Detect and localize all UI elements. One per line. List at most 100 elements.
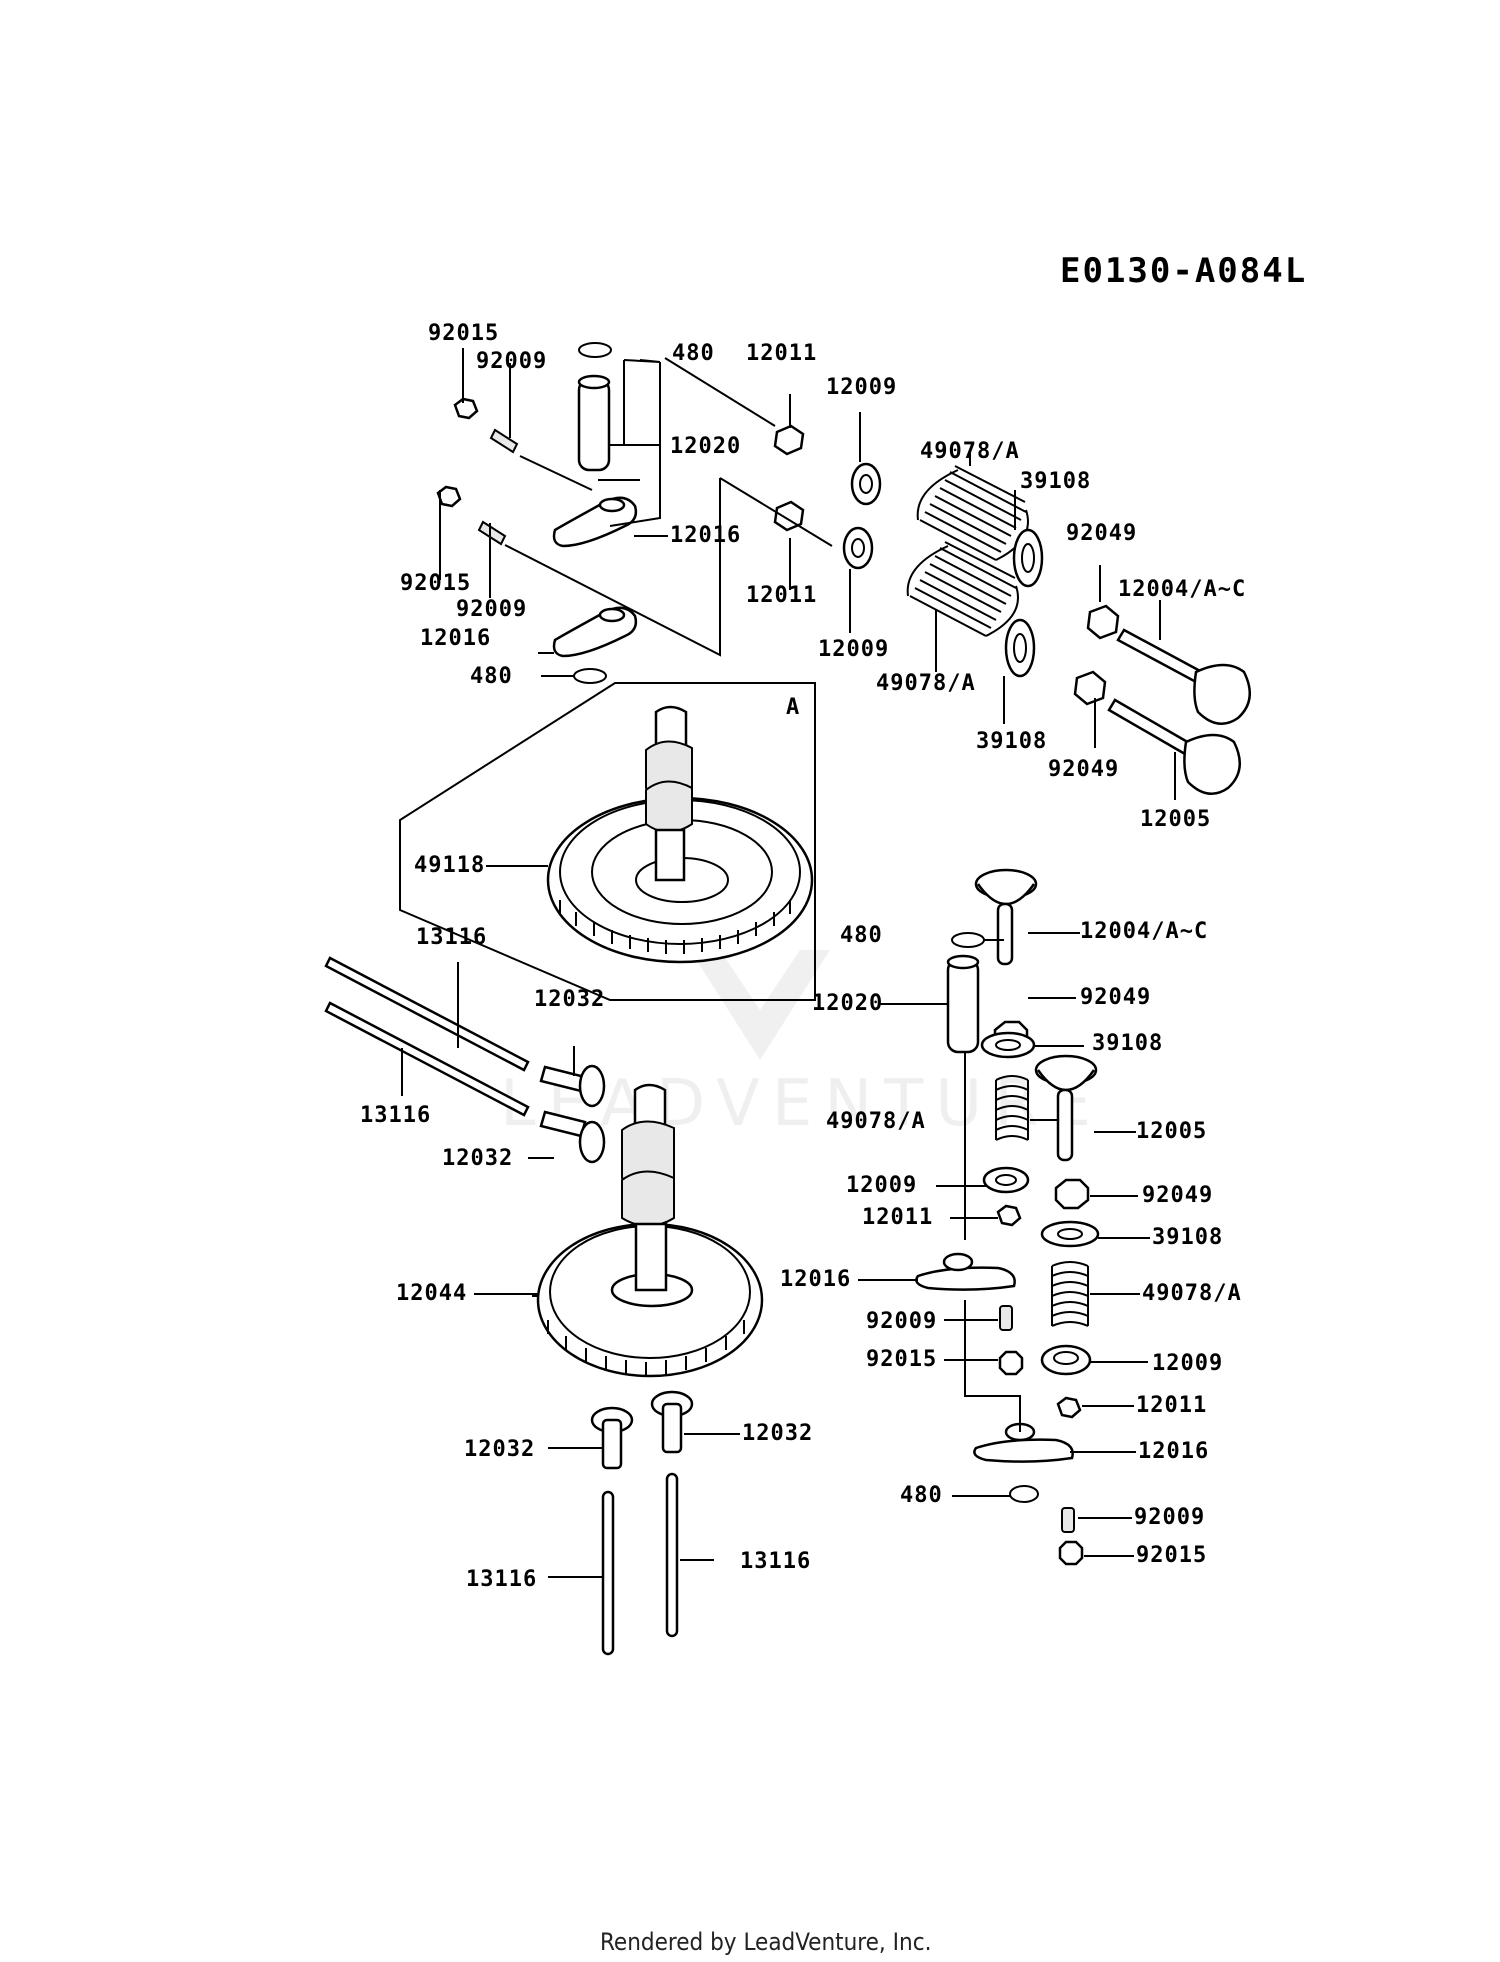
circlip-480-bottom <box>573 668 607 684</box>
label-12016: 12016 <box>670 523 741 548</box>
label-49078A: 49078/A <box>876 671 976 696</box>
label-13116: 13116 <box>416 925 487 950</box>
label-39108: 39108 <box>976 729 1047 754</box>
circlip-480-right2 <box>1009 1485 1039 1503</box>
tappet-12032-right <box>650 1390 694 1454</box>
label-12011: 12011 <box>1136 1393 1207 1418</box>
label-480: 480 <box>840 923 883 948</box>
lower-right-assembly <box>858 868 1150 1566</box>
tappet-12032-upper <box>539 1064 606 1108</box>
valve-12004-vertical <box>974 868 1038 966</box>
label-12011: 12011 <box>746 341 817 366</box>
spring-49078A-upper <box>916 465 1029 561</box>
tappet-12032-lower <box>539 1110 606 1164</box>
retainer-12009-upper <box>850 462 882 506</box>
label-12004AC: 12004/A~C <box>1118 577 1246 602</box>
rocker-12016-right1 <box>915 1266 1016 1291</box>
label-12032: 12032 <box>442 1146 513 1171</box>
retainer-12009-lower <box>842 526 874 570</box>
label-39108: 39108 <box>1152 1225 1223 1250</box>
label-13116: 13116 <box>360 1103 431 1128</box>
nut-92015-right2 <box>1058 1540 1084 1566</box>
cap-12011-right1 <box>996 1204 1022 1227</box>
diagram-id: E0130-A084L <box>1060 251 1307 291</box>
label-12032: 12032 <box>534 987 605 1012</box>
retainer-12009-right1 <box>982 1166 1030 1194</box>
label-12009: 12009 <box>1152 1351 1223 1376</box>
label-49078A: 49078/A <box>826 1109 926 1134</box>
seal-92049-lower <box>1073 670 1107 706</box>
nut-92015-upper <box>453 397 479 420</box>
valve-12004-upper <box>1116 628 1251 725</box>
label-49078A: 49078/A <box>920 439 1020 464</box>
label-480: 480 <box>900 1483 943 1508</box>
rocker-assembly-top <box>436 342 1251 800</box>
spring-49078A-right1 <box>995 1075 1029 1141</box>
screw-92009-right2 <box>1061 1507 1075 1533</box>
seal-92049-right2 <box>1054 1178 1090 1210</box>
spring-49078A-lower <box>906 541 1019 637</box>
circlip-480-top <box>578 342 612 358</box>
shaft-12020-right <box>946 958 980 1054</box>
label-49118: 49118 <box>414 853 485 878</box>
label-92009: 92009 <box>1134 1505 1205 1530</box>
label-12011: 12011 <box>746 583 817 608</box>
label-480: 480 <box>672 341 715 366</box>
label-12044: 12044 <box>396 1281 467 1306</box>
label-13116: 13116 <box>466 1567 537 1592</box>
label-12032: 12032 <box>464 1437 535 1462</box>
label-92015: 92015 <box>428 321 499 346</box>
screw-92009-lower <box>477 520 507 546</box>
label-13116: 13116 <box>740 1549 811 1574</box>
footer-credit: Rendered by LeadVenture, Inc. <box>600 1928 931 1956</box>
label-12011: 12011 <box>862 1205 933 1230</box>
label-39108: 39108 <box>1092 1031 1163 1056</box>
retainer-12009-right2 <box>1040 1344 1092 1376</box>
label-12009: 12009 <box>818 637 889 662</box>
seal-92049-upper <box>1086 604 1120 640</box>
tappet-12032-left <box>590 1406 634 1470</box>
label-49078A: 49078/A <box>1142 1281 1242 1306</box>
label-92009: 92009 <box>476 349 547 374</box>
cap-12011-right2 <box>1056 1396 1082 1419</box>
label-92049: 92049 <box>1048 757 1119 782</box>
rocker-12016-right2 <box>973 1438 1074 1463</box>
push-rod-13116-right <box>665 1472 679 1638</box>
seat-39108-right2 <box>1040 1220 1100 1248</box>
label-92049: 92049 <box>1066 521 1137 546</box>
seat-39108-upper <box>1012 528 1044 588</box>
label-92015: 92015 <box>400 571 471 596</box>
label-12004AC: 12004/A~C <box>1080 919 1208 944</box>
label-12016: 12016 <box>1138 1439 1209 1464</box>
label-12016: 12016 <box>780 1267 851 1292</box>
label-12005: 12005 <box>1136 1119 1207 1144</box>
valve-12005-lower <box>1107 698 1241 795</box>
push-rod-13116-upper <box>324 956 530 1072</box>
label-12016: 12016 <box>420 626 491 651</box>
seat-39108-lower <box>1004 618 1036 678</box>
inset-label: A <box>786 695 800 720</box>
label-92049: 92049 <box>1080 985 1151 1010</box>
inset-camshaft-A: A <box>399 682 816 1001</box>
label-12020: 12020 <box>812 991 883 1016</box>
label-92009: 92009 <box>456 597 527 622</box>
label-39108: 39108 <box>1020 469 1091 494</box>
label-12020: 12020 <box>670 434 741 459</box>
push-rod-13116-lower <box>324 1001 530 1117</box>
seat-39108-right1 <box>980 1031 1036 1059</box>
push-rod-13116-left <box>601 1490 615 1656</box>
screw-92009-right1 <box>999 1305 1013 1331</box>
shaft-12020 <box>577 378 611 472</box>
label-12009: 12009 <box>826 375 897 400</box>
valve-12005-vertical <box>1034 1054 1098 1162</box>
spring-49078A-right2 <box>1051 1261 1089 1327</box>
label-12009: 12009 <box>846 1173 917 1198</box>
cap-12011-upper <box>773 424 805 456</box>
label-92015: 92015 <box>1136 1543 1207 1568</box>
label-480: 480 <box>470 664 513 689</box>
label-92009: 92009 <box>866 1309 937 1334</box>
label-12005: 12005 <box>1140 807 1211 832</box>
circlip-480-right <box>951 932 985 948</box>
label-12032: 12032 <box>742 1421 813 1446</box>
